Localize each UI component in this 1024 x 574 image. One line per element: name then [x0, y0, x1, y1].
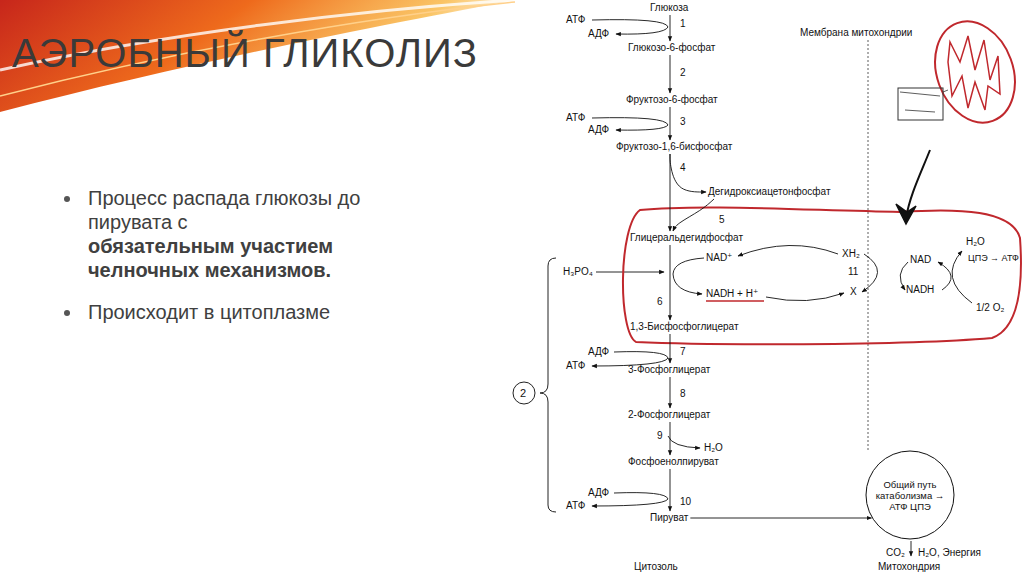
reaction-arrow [670, 55, 671, 93]
reaction-arrow [670, 334, 671, 363]
reaction-arrow [670, 469, 671, 511]
reaction-label: NADH [906, 284, 934, 296]
step-number: 9 [656, 430, 664, 441]
reaction-label: CO₂ [886, 547, 905, 559]
reaction-arrow [690, 518, 871, 519]
reaction-arrow [670, 377, 671, 408]
swoosh-line [0, 2, 515, 96]
metabolite: Фруктозо-6-фосфат [626, 94, 718, 106]
metabolite: Глюкозо-6-фосфат [628, 42, 715, 54]
reaction-arrow [670, 154, 706, 192]
metabolite: 2-Фосфоглицерат [628, 409, 710, 421]
reaction-label: X [850, 286, 857, 298]
callout-circle [513, 382, 535, 404]
reaction-label: NAD⁺ [706, 252, 732, 264]
membrane-line [868, 40, 869, 450]
reaction-label: АДФ [588, 346, 609, 358]
reaction-label: 11 [848, 266, 858, 278]
reaction-label: H₂O [704, 442, 723, 454]
step-number: 6 [656, 296, 664, 307]
metabolite-name: Глюкоза [650, 2, 688, 14]
metabolite: Дегидроксиацетонфосфат [708, 186, 831, 198]
metabolite-name: Дегидроксиацетонфосфат [708, 186, 831, 198]
underline [706, 300, 764, 302]
slide-title: АЭРОБНЫЙ ГЛИКОЛИЗ [12, 30, 478, 76]
reaction-label: АТФ [566, 360, 585, 372]
bracket [540, 258, 556, 512]
metabolite: Пируват [650, 512, 688, 524]
reaction-label: 1/2 O₂ [976, 302, 1004, 314]
side-arrows [592, 20, 972, 556]
metabolite: 3-Фосфоглицерат [628, 364, 710, 376]
metabolite-name: Фруктозо-6-фосфат [626, 94, 718, 106]
thumbnail-lines [900, 90, 948, 112]
reaction-label: АДФ [588, 124, 609, 136]
cristae [948, 36, 1000, 110]
step-number: 1 [679, 18, 687, 29]
metabolite-name: Пируват [650, 512, 688, 524]
swoosh [0, 0, 515, 112]
reaction-label: ЦПЭ → АТФ [968, 252, 1019, 264]
step-number: 7 [679, 346, 687, 357]
reaction-label: H₂O [966, 236, 985, 248]
bullet-text: обязательным участием челночных механизм… [88, 234, 418, 282]
reaction-label: NAD [910, 254, 931, 266]
reaction-arrow [670, 15, 671, 41]
reaction-label: АДФ [588, 28, 609, 40]
catabolism-circle: Общий путь катаболизма → АТФ ЦПЭ [865, 450, 955, 540]
metabolite-name: 1,3-Бисфосфоглицерат [630, 321, 738, 333]
pointer-arrowhead [896, 204, 916, 224]
metabolite-name: Глицеральдегидфосфат [630, 232, 743, 244]
reaction-arrow [673, 199, 714, 231]
reaction-label: АДФ [588, 487, 609, 499]
mitochondrion [922, 10, 1024, 134]
metabolite-name: 2-Фосфоглицерат [628, 409, 710, 421]
reaction-label: XH₂ [842, 248, 860, 260]
bullet [64, 196, 70, 202]
bullet [64, 310, 70, 316]
reaction-label: Мембрана митохондрии [800, 27, 912, 39]
step-number: 5 [718, 214, 726, 225]
reaction-label: АТФ [566, 500, 585, 512]
metabolite: Глюкоза [650, 2, 688, 14]
reaction-label: Митохондрия [878, 561, 940, 573]
step-number: 4 [679, 162, 687, 173]
reaction-label: H₃PO₄ [563, 266, 593, 278]
highlight-outline [623, 207, 1021, 344]
step-number: 3 [679, 116, 687, 127]
reaction-label: АТФ [566, 14, 585, 26]
metabolite: Глицеральдегидфосфат [630, 232, 743, 244]
reaction-label: NADH + H⁺ [706, 288, 758, 300]
metabolite-name: Глюкозо-6-фосфат [628, 42, 715, 54]
callout-number: 2 [520, 387, 526, 399]
metabolite: 1,3-Бисфосфоглицерат [630, 321, 738, 333]
reaction-arrow [670, 245, 671, 320]
bullet-text: Происходит в цитоплазме [88, 300, 418, 324]
reaction-label: АТФ [566, 112, 585, 124]
metabolite-name: Фосфоенолпируват [628, 456, 719, 468]
metabolite-name: Фруктозо-1,6-бисфосфат [616, 141, 732, 153]
step-number: 2 [679, 67, 687, 78]
step-number: 8 [679, 388, 687, 399]
step-number: 10 [679, 496, 692, 507]
metabolite-name: 3-Фосфоглицерат [628, 364, 710, 376]
reaction-arrow [670, 422, 671, 455]
pointer-arrow [906, 150, 930, 218]
metabolite: Фруктозо-1,6-бисфосфат [616, 141, 732, 153]
reaction-arrow [670, 107, 671, 140]
metabolite: Фосфоенолпируват [628, 456, 719, 468]
reaction-label: Цитозоль [634, 561, 678, 573]
reaction-label: H₂O, Энергия [918, 547, 981, 559]
circle-text: Общий путь катаболизма → АТФ ЦПЭ [865, 450, 955, 540]
bullet-text: Процесс распада глюкозы до пирувата с [88, 186, 418, 234]
